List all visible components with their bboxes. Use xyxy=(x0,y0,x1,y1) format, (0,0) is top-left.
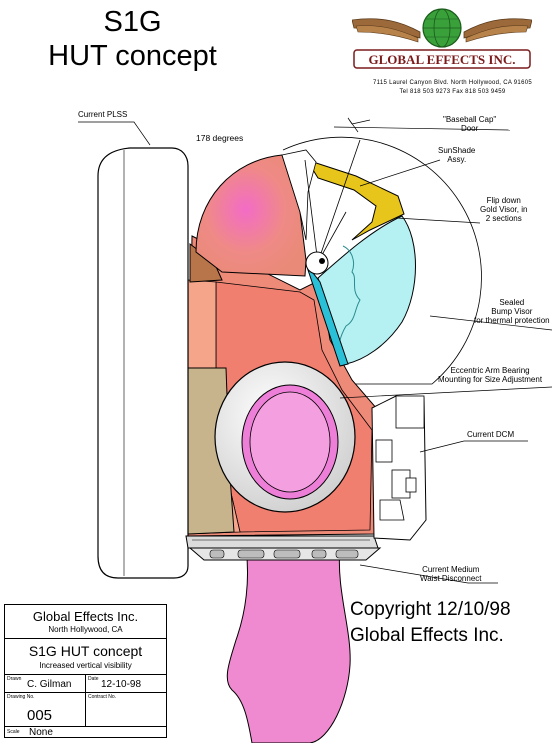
copyright-line-1: Copyright 12/10/98 xyxy=(350,599,511,620)
address-line-1: 7115 Laurel Canyon Blvd. North Hollywood… xyxy=(373,80,532,86)
title-line-2: HUT concept xyxy=(48,40,217,72)
tb-drawing-no: 005 xyxy=(27,707,53,724)
baseball-cap-door xyxy=(281,149,317,241)
waist-ring xyxy=(185,535,379,549)
tb-drawing-title: S1G HUT concept xyxy=(28,643,143,659)
leader-lines xyxy=(78,117,553,584)
label-baseball-cap-door: "Baseball Cap" Door xyxy=(443,115,497,133)
label-waist-disconnect: Current Medium Waist Disconnect xyxy=(420,565,482,583)
lower-torso xyxy=(226,547,351,743)
tb-scale: None xyxy=(29,727,53,738)
label-current-dcm: Current DCM xyxy=(467,430,515,439)
tb-subtitle: Increased vertical visibility xyxy=(39,661,132,670)
address-line-2: Tel 818 503 9273 Fax 818 503 9459 xyxy=(399,89,506,95)
title-line-1: S1G xyxy=(103,6,162,38)
tb-contract-label: Contract No. xyxy=(88,694,117,700)
visor-seal-strip xyxy=(305,263,349,367)
gold-sunshade xyxy=(305,159,405,241)
visor-swing-arc xyxy=(282,136,482,385)
label-sunshade: SunShade Assy. xyxy=(438,146,476,164)
label-eccentric-arm: Eccentric Arm Bearing Mounting for Size … xyxy=(438,366,543,384)
current-plss xyxy=(97,147,189,579)
visor-hinge xyxy=(305,251,329,275)
tb-location: North Hollywood, CA xyxy=(48,625,123,634)
logo-text: GLOBAL EFFECTS INC. xyxy=(368,52,515,67)
tb-company: Global Effects Inc. xyxy=(32,609,139,624)
bump-visor xyxy=(317,215,416,365)
tb-drawn-label: Drawn xyxy=(7,676,22,682)
helmet-dome xyxy=(195,154,307,277)
global-effects-logo: GLOBAL EFFECTS INC. xyxy=(352,8,532,69)
tb-scale-label: Scale xyxy=(7,729,20,735)
tb-drawing-no-label: Drawing No. xyxy=(7,694,35,700)
label-flip-down-visor: Flip down Gold Visor, in 2 sections xyxy=(480,196,528,223)
title-block: Global Effects Inc. North Hollywood, CA … xyxy=(4,604,167,738)
tb-date-label: Date xyxy=(88,676,99,682)
face-profile xyxy=(337,245,361,363)
label-178-degrees: 178 degrees xyxy=(196,133,244,143)
copyright-line-2: Global Effects Inc. xyxy=(350,625,504,646)
label-current-plss: Current PLSS xyxy=(78,110,128,119)
tb-drawn-by: C. Gilman xyxy=(27,679,72,690)
tb-date: 12-10-98 xyxy=(101,679,142,690)
label-sealed-bump-visor: Sealed Bump Visor for thermal protection xyxy=(474,298,550,325)
